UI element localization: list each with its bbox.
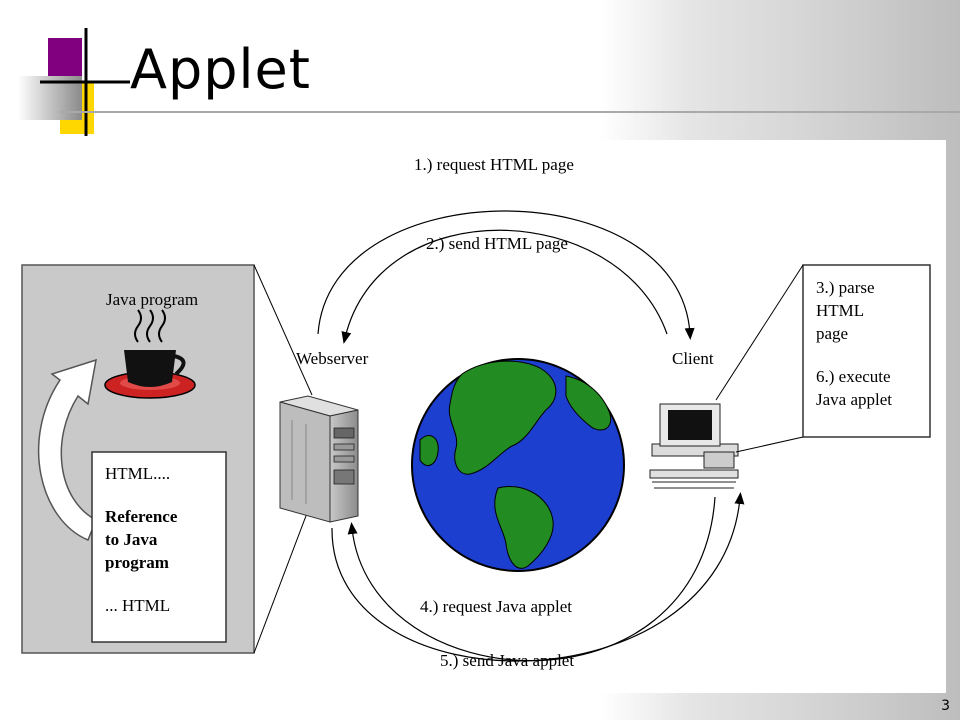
slide-logo: [18, 28, 130, 136]
java-program-label: Java program: [106, 290, 199, 309]
note-line-5: Java applet: [816, 390, 892, 409]
logo-purple-square: [48, 38, 82, 78]
note-line-2: HTML: [816, 301, 865, 320]
arrow-request-html-page: [341, 229, 668, 344]
client-computer-icon: [649, 403, 739, 489]
webserver-icon: [279, 395, 359, 523]
title-rule: [60, 111, 960, 113]
html-document-box: [91, 451, 227, 643]
applet-diagram: [21, 210, 931, 662]
panel-connector-bottom: [253, 499, 313, 654]
arrow-request-java-applet: [331, 492, 745, 662]
client-note-box: [802, 264, 931, 438]
html-start-line: HTML....: [105, 464, 171, 483]
client-label: Client: [672, 349, 714, 368]
coffee-cup-icon: [104, 309, 196, 399]
include-arrow: [38, 358, 97, 541]
note-connector-top: [715, 264, 804, 401]
note-line-1: 3.) parse: [816, 278, 875, 297]
panel-connector-top: [253, 264, 313, 396]
reference-line-1: Reference: [105, 507, 178, 526]
html-end-line: ... HTML: [105, 596, 171, 615]
reference-line-3: program: [105, 553, 169, 572]
client-note-text: 3.) parse HTML page 6.) execute Java app…: [816, 276, 926, 411]
slide-title: Applet: [130, 38, 311, 101]
step-4-label: 4.) request Java applet: [420, 597, 572, 616]
note-connector-bottom: [735, 436, 804, 453]
step-2-label: 2.) send HTML page: [426, 234, 568, 253]
html-document-text: HTML.... Reference to Java program ... H…: [105, 462, 223, 617]
arrow-send-html-page: [317, 210, 695, 340]
step-5-label: 5.) send Java applet: [440, 651, 575, 670]
webserver-label: Webserver: [296, 349, 369, 368]
note-line-4: 6.) execute: [816, 367, 891, 386]
globe-icon: [411, 358, 625, 572]
note-line-3: page: [816, 324, 849, 343]
slide-number: 3: [941, 698, 950, 714]
step-1-label: 1.) request HTML page: [414, 155, 574, 174]
reference-line-2: to Java: [105, 530, 158, 549]
